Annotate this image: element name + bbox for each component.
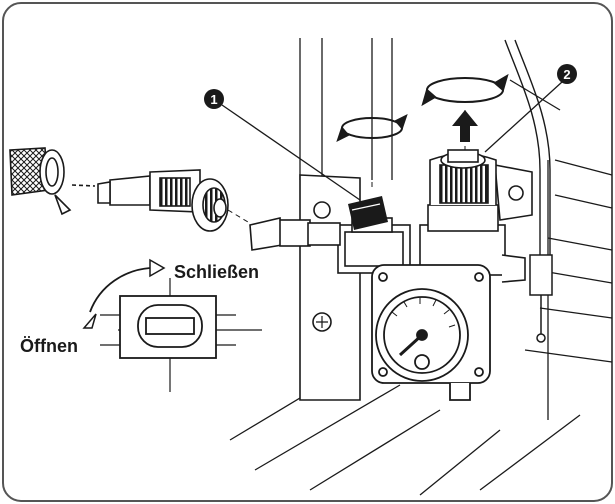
callout-1: 1 (204, 89, 224, 109)
valve-knob (348, 196, 388, 230)
close-label: Schließen (174, 262, 259, 282)
leader-lines (221, 81, 563, 201)
open-label: Öffnen (20, 336, 78, 356)
valve-detail-inset (82, 258, 262, 392)
air-hose (504, 39, 551, 260)
hose-end (9, 147, 96, 216)
quick-coupler (97, 169, 229, 232)
rotate-arrow-icon-2 (421, 73, 509, 107)
nipple-fitting (249, 217, 341, 251)
up-arrow-icon (452, 110, 478, 142)
callout-2-label: 2 (563, 67, 570, 82)
machine-background (229, 38, 613, 496)
pressure-gauge (371, 264, 491, 401)
right-fitting (529, 254, 553, 343)
callout-2: 2 (557, 64, 577, 84)
right-bracket (494, 164, 533, 221)
rotate-arrow-icon (336, 114, 408, 142)
callout-1-label: 1 (210, 92, 217, 107)
